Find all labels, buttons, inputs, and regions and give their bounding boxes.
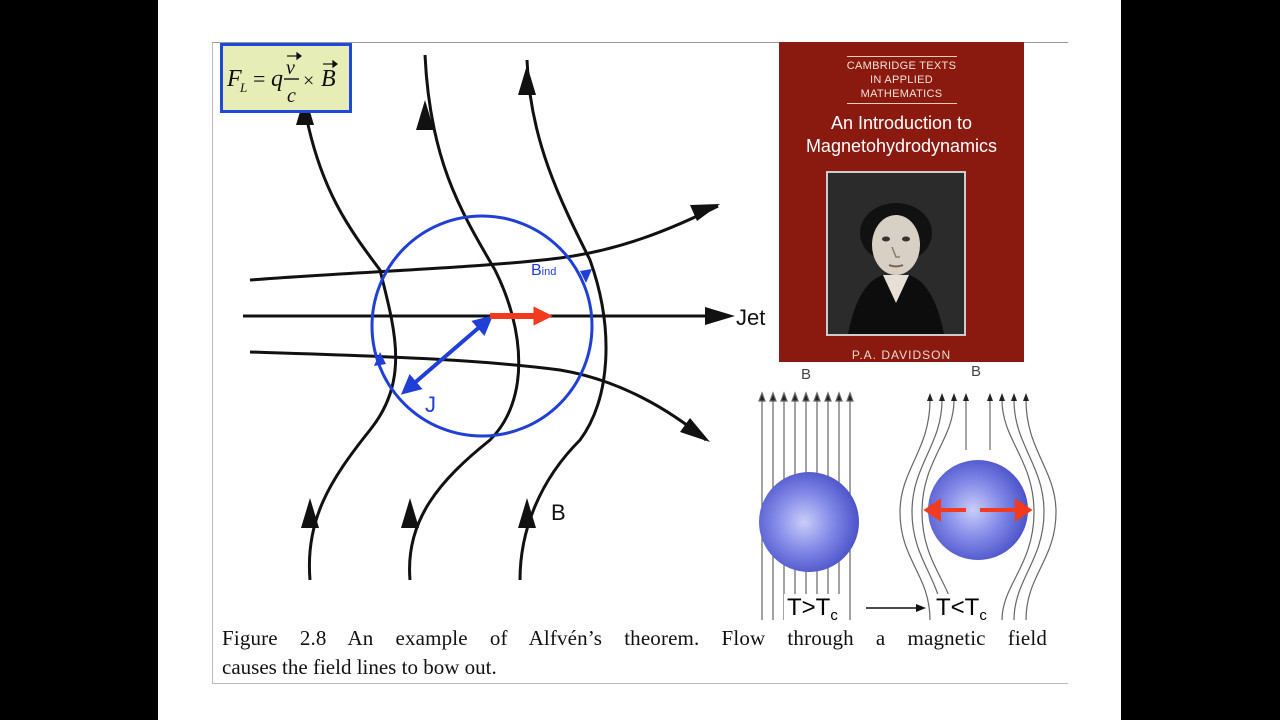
formula-q: q: [271, 66, 283, 92]
flow-line-bottom: [249, 350, 707, 442]
book-title-line2: Magnetohydrodynamics: [805, 136, 998, 156]
arrow-icon: [518, 498, 536, 528]
sphere-superconducting: [928, 460, 1028, 560]
formula-F: F: [226, 66, 242, 92]
portrait-image: [826, 171, 966, 336]
temperature-above-critical: T>Tc: [784, 594, 841, 624]
expulsion-arrow: [923, 498, 1033, 522]
book-author: P.A. DAVIDSON: [851, 348, 952, 362]
b-ind-arrow-icon: [580, 269, 592, 283]
book-title: An Introduction to Magnetohydrodynamics: [779, 112, 1024, 158]
arrow-icon: [680, 418, 710, 442]
sphere-normal: [759, 472, 859, 572]
formula-L: L: [239, 80, 247, 95]
b-label-superconducting: B: [971, 363, 982, 380]
book-title-line1: An Introduction to: [830, 113, 973, 133]
field-line-middle: [408, 54, 521, 581]
book-series: CAMBRIDGE TEXTS IN APPLIED MATHEMATICS: [779, 54, 1024, 106]
figure-caption: Figure 2.8 An example of Alfvén’s theore…: [222, 624, 1047, 682]
b-label-normal: B: [801, 366, 812, 383]
b-ind-label: Bind: [531, 262, 556, 280]
b-ind-arrow-icon: [374, 352, 386, 366]
field-line-right: [518, 59, 608, 581]
field-arrowheads-superconducting: [927, 393, 1029, 401]
j-arrow: [400, 315, 494, 395]
temperature-below-critical: T<Tc: [933, 594, 990, 624]
book-series-line: IN APPLIED: [870, 74, 933, 86]
book-series-line: MATHEMATICS: [860, 88, 943, 100]
b-field-label: B: [551, 500, 566, 525]
current-loop-circle: [370, 214, 594, 438]
arrow-icon: [518, 65, 536, 95]
jet-label: Jet: [736, 305, 766, 330]
book-cover-image: CAMBRIDGE TEXTS IN APPLIED MATHEMATICS A…: [779, 42, 1024, 362]
field-lines-superconducting: [899, 399, 1057, 621]
arrow-icon: [301, 498, 319, 528]
formula-v: v: [286, 57, 295, 79]
formula-times: ×: [303, 70, 314, 92]
caption-line2: causes the field lines to bow out.: [222, 655, 497, 679]
formula-eq: =: [253, 66, 265, 91]
figure-frame: [212, 42, 1068, 684]
t-below-main: T<T: [936, 594, 980, 621]
b-ind-main: B: [531, 262, 542, 279]
arrow-icon: [416, 100, 434, 130]
lorentz-force-formula: F L = q v c × B: [220, 43, 352, 113]
formula-B: B: [321, 66, 336, 92]
t-above-main: T>T: [787, 594, 831, 621]
caption-line1: Figure 2.8 An example of Alfvén’s theore…: [222, 626, 1047, 650]
flow-line-top: [249, 204, 719, 282]
arrow-icon: [401, 498, 419, 528]
b-ind-sub: ind: [541, 266, 557, 278]
field-line-left: [303, 109, 398, 581]
arrow-icon: [705, 307, 735, 325]
arrow-icon: [690, 204, 720, 221]
transition-arrow-head-icon: [916, 604, 926, 612]
t-above-sub: c: [830, 607, 838, 624]
formula-svg: F L = q v c × B: [226, 51, 338, 107]
j-label: J: [425, 392, 436, 417]
t-below-sub: c: [979, 607, 987, 624]
formula-c: c: [287, 85, 296, 107]
book-series-line: CAMBRIDGE TEXTS: [846, 60, 957, 72]
